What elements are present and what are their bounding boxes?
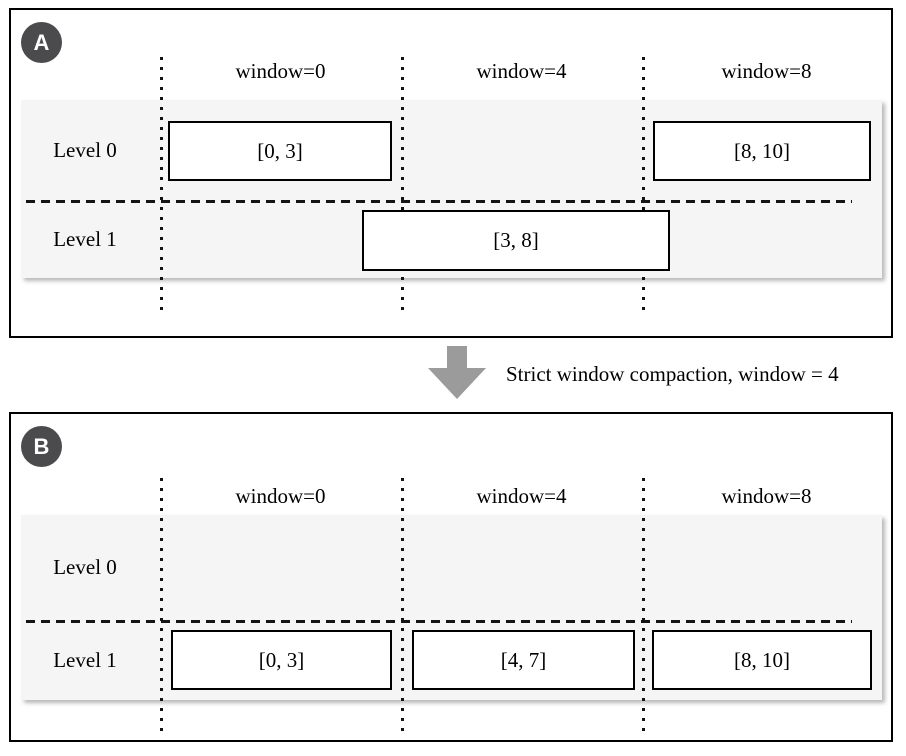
- level-label: Level 0: [53, 138, 117, 162]
- window-header: window=0: [235, 484, 326, 508]
- window-boundary-dotted-line: [642, 57, 645, 317]
- sstable-box: [4, 7]: [412, 630, 635, 690]
- window-boundary-dotted-line: [160, 478, 163, 733]
- level-label: Level 0: [53, 555, 117, 579]
- sstable-box: [8, 10]: [653, 121, 871, 181]
- sstable-box: [0, 3]: [171, 630, 392, 690]
- panel-a-before-compaction: A window=0 window=4 window=8 Level 0 Lev…: [9, 8, 893, 338]
- window-header: window=0: [235, 59, 326, 83]
- window-header: window=4: [476, 484, 567, 508]
- window-boundary-dotted-line: [642, 478, 645, 733]
- window-header: window=8: [721, 59, 812, 83]
- panel-b-badge: B: [21, 426, 62, 467]
- window-header: window=4: [476, 59, 567, 83]
- window-boundary-dotted-line: [160, 57, 163, 317]
- window-boundary-dotted-line: [401, 478, 404, 733]
- transition-caption: Strict window compaction, window = 4: [506, 362, 839, 386]
- panel-a-badge: A: [21, 22, 62, 63]
- level-label: Level 1: [53, 648, 117, 672]
- level-divider-dashed-line: [26, 200, 852, 203]
- level-label: Level 1: [53, 227, 117, 251]
- window-header: window=8: [721, 484, 812, 508]
- down-arrow-icon: [428, 346, 486, 399]
- sstable-box: [0, 3]: [168, 121, 392, 181]
- panel-b-after-compaction: B window=0 window=4 window=8 Level 0 Lev…: [9, 412, 893, 742]
- window-boundary-dotted-line: [401, 57, 404, 317]
- level-divider-dashed-line: [26, 620, 852, 623]
- sstable-box: [8, 10]: [652, 630, 872, 690]
- sstable-box: [3, 8]: [362, 210, 670, 271]
